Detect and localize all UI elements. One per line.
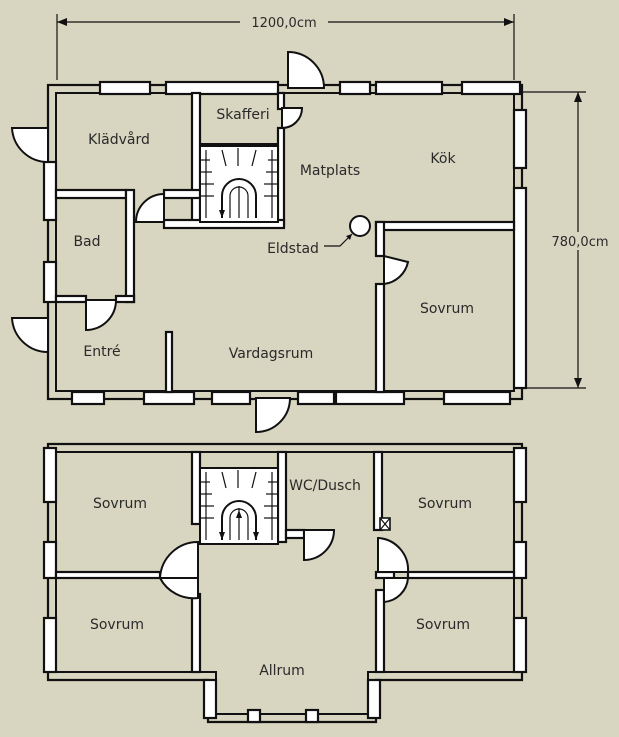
door xyxy=(10,127,49,164)
room-label-wc-dusch: WC/Dusch xyxy=(289,478,361,494)
window xyxy=(202,678,218,720)
interior-wall xyxy=(190,91,202,225)
window xyxy=(512,540,528,580)
interior-wall xyxy=(124,188,136,304)
door xyxy=(158,577,199,600)
window xyxy=(42,160,58,222)
room-label-matplats: Matplats xyxy=(300,163,360,179)
interior-wall xyxy=(276,450,288,544)
window xyxy=(334,390,406,406)
room-label-entre: Entré xyxy=(83,344,120,360)
window xyxy=(98,80,152,96)
door xyxy=(10,317,49,354)
door xyxy=(255,397,292,434)
interior-wall xyxy=(54,570,162,580)
room-label-allrum: Allrum xyxy=(259,663,305,679)
vent-icon xyxy=(379,517,391,531)
window xyxy=(512,446,528,504)
interior-wall xyxy=(162,188,202,200)
window xyxy=(42,616,58,674)
interior-wall xyxy=(284,528,306,540)
interior-wall xyxy=(190,450,202,526)
window xyxy=(164,80,280,96)
interior-wall xyxy=(164,330,174,394)
door xyxy=(303,529,336,562)
room-label-skafferi: Skafferi xyxy=(216,107,269,123)
window xyxy=(442,390,512,406)
room-label-vardagsrum: Vardagsrum xyxy=(229,346,314,362)
window xyxy=(304,708,320,724)
upper-floor-outer-wall xyxy=(46,442,524,724)
dimension-width-label: 1200,0cm xyxy=(251,16,316,31)
window xyxy=(42,540,58,580)
window xyxy=(374,80,444,96)
window xyxy=(338,80,372,96)
ground-floor: Klädvård Skafferi Matplats Kök Bad Eldst… xyxy=(10,50,528,434)
door xyxy=(281,107,304,130)
window xyxy=(460,80,522,96)
window xyxy=(512,108,528,170)
door xyxy=(158,540,199,579)
interior-wall xyxy=(374,282,386,394)
room-label-sovrum: Sovrum xyxy=(420,301,474,317)
window xyxy=(42,446,58,504)
fireplace-icon xyxy=(349,215,371,237)
room-label-kok: Kök xyxy=(430,151,456,167)
upper-floor: Sovrum WC/Dusch Sovrum Sovrum Sovrum All… xyxy=(42,442,528,724)
door xyxy=(134,192,165,223)
interior-wall xyxy=(372,450,384,532)
room-label-bad: Bad xyxy=(73,234,100,250)
window xyxy=(210,390,252,406)
dimension-height-label: 780,0cm xyxy=(551,235,608,250)
interior-wall xyxy=(190,592,202,674)
interior-wall xyxy=(114,294,136,304)
door xyxy=(383,254,410,286)
dimension-height: 780,0cm xyxy=(522,91,614,389)
window xyxy=(70,390,106,406)
interior-wall xyxy=(406,570,516,580)
window xyxy=(296,390,336,406)
window xyxy=(42,260,58,304)
door xyxy=(377,536,410,573)
room-label-eldstad: Eldstad xyxy=(267,241,319,257)
door xyxy=(85,299,118,332)
interior-wall xyxy=(374,220,516,232)
door xyxy=(287,50,326,89)
room-label-sovrum-ne: Sovrum xyxy=(418,496,472,512)
staircase xyxy=(199,145,279,223)
window xyxy=(246,708,262,724)
window xyxy=(142,390,196,406)
room-label-sovrum-se: Sovrum xyxy=(416,617,470,633)
dimension-width: 1200,0cm xyxy=(56,14,515,80)
interior-wall xyxy=(374,220,386,258)
room-label-kladvard: Klädvård xyxy=(88,131,150,148)
interior-wall xyxy=(54,188,128,200)
interior-wall xyxy=(276,91,286,111)
window xyxy=(512,186,528,390)
door xyxy=(383,577,410,604)
room-label-sovrum-nw: Sovrum xyxy=(93,496,147,512)
interior-wall xyxy=(54,294,88,304)
interior-wall xyxy=(374,588,386,674)
room-label-sovrum-sw: Sovrum xyxy=(90,617,144,633)
staircase xyxy=(199,467,279,545)
window xyxy=(366,678,382,720)
window xyxy=(512,616,528,674)
